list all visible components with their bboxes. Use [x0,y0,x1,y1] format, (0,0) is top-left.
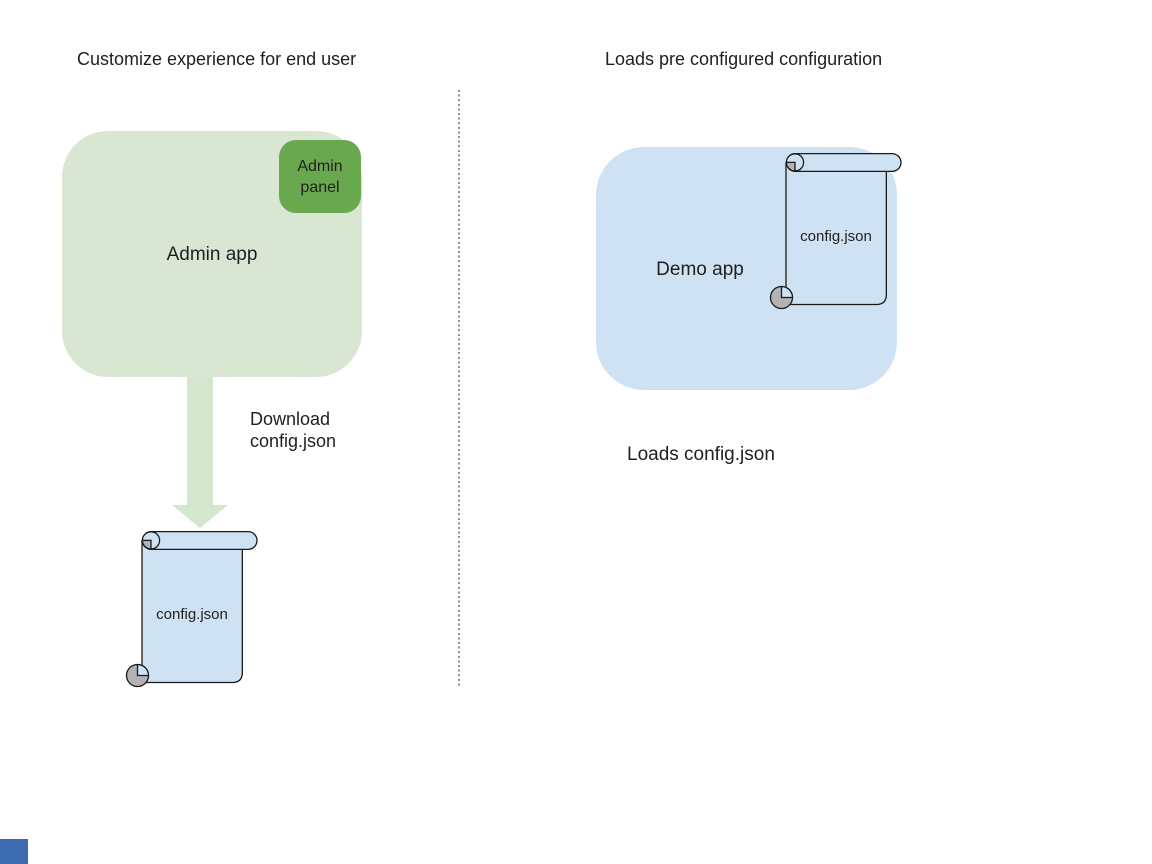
right-column-title: Loads pre configured configuration [605,49,883,69]
demo-app-label: Demo app [656,259,744,280]
config-json-label-left: config.json [156,606,228,623]
scroll-top-curl-notch [785,161,796,172]
scroll-top-curl-notch [141,539,152,550]
download-arrow-label-line1: Download [250,409,331,429]
scroll-bottom-curl-notch [136,663,150,677]
scroll-body [141,540,243,684]
scroll-body [785,162,887,306]
admin-panel-box: Admin panel [279,140,361,213]
left-column-title: Customize experience for end user [77,49,357,69]
config-json-label-right: config.json [800,228,872,245]
download-arrow-label-line2: config.json [250,431,337,451]
download-arrow [172,377,228,528]
corner-blue-square [0,839,28,864]
admin-panel-label: Admin panel [297,157,343,196]
download-arrow-label: Download config.json [250,408,336,452]
config-json-scroll-right: config.json [769,153,902,310]
loads-config-caption: Loads config.json [627,444,775,465]
admin-app-label: Admin app [166,244,258,265]
scroll-bottom-curl-notch [780,285,794,299]
config-json-scroll-left: config.json [125,531,258,688]
column-divider-line [458,90,460,686]
